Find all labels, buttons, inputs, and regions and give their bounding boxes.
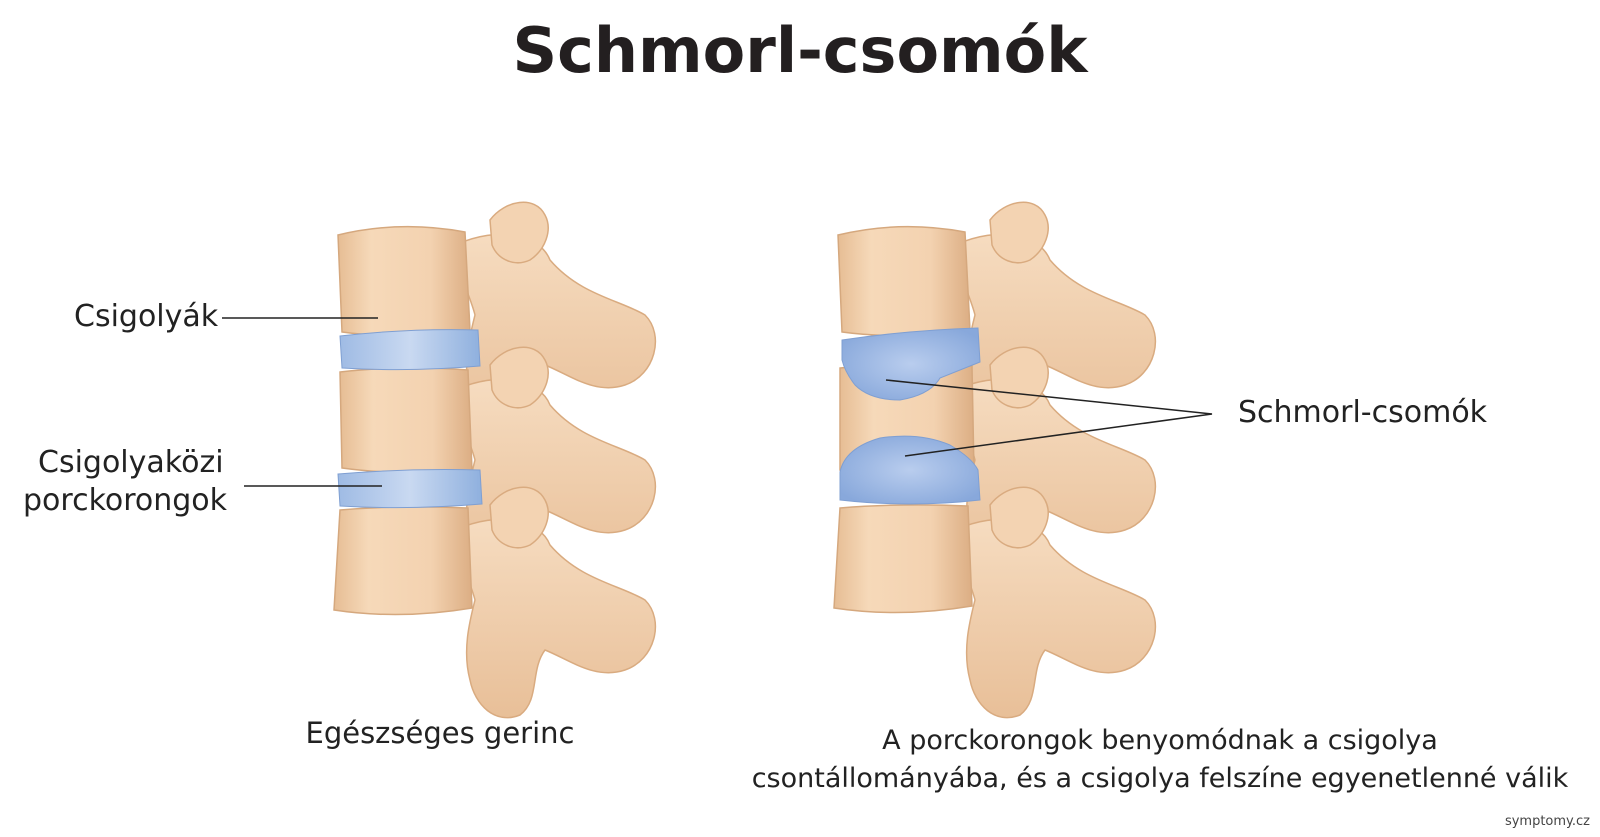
page-title: Schmorl-csomók [512, 14, 1088, 87]
caption-healthy: Egészséges gerinc [305, 716, 575, 750]
watermark: symptomy.cz [1504, 814, 1590, 829]
leader-lines [222, 317, 1213, 487]
left-discs [337, 329, 483, 509]
label-schmorl: Schmorl-csomók [1238, 395, 1488, 430]
right-processes [954, 201, 1157, 719]
right-vertebrae [833, 225, 975, 614]
left-vertebrae [333, 225, 473, 616]
caption-affected-line2: csontállományába, és a csigolya felszíne… [751, 763, 1569, 794]
right-discs [839, 327, 981, 505]
schmorl-leader-line [885, 379, 1213, 457]
left-processes [454, 201, 657, 719]
label-vertebrae: Csigolyák [74, 299, 219, 334]
healthy-spine-diagram [333, 201, 657, 719]
label-discs-line2: porckorongok [23, 483, 228, 518]
label-discs-line1: Csigolyaközi [38, 445, 224, 480]
caption-affected-line1: A porckorongok benyomódnak a csigolya [882, 725, 1438, 756]
schmorl-spine-diagram [833, 201, 1157, 719]
